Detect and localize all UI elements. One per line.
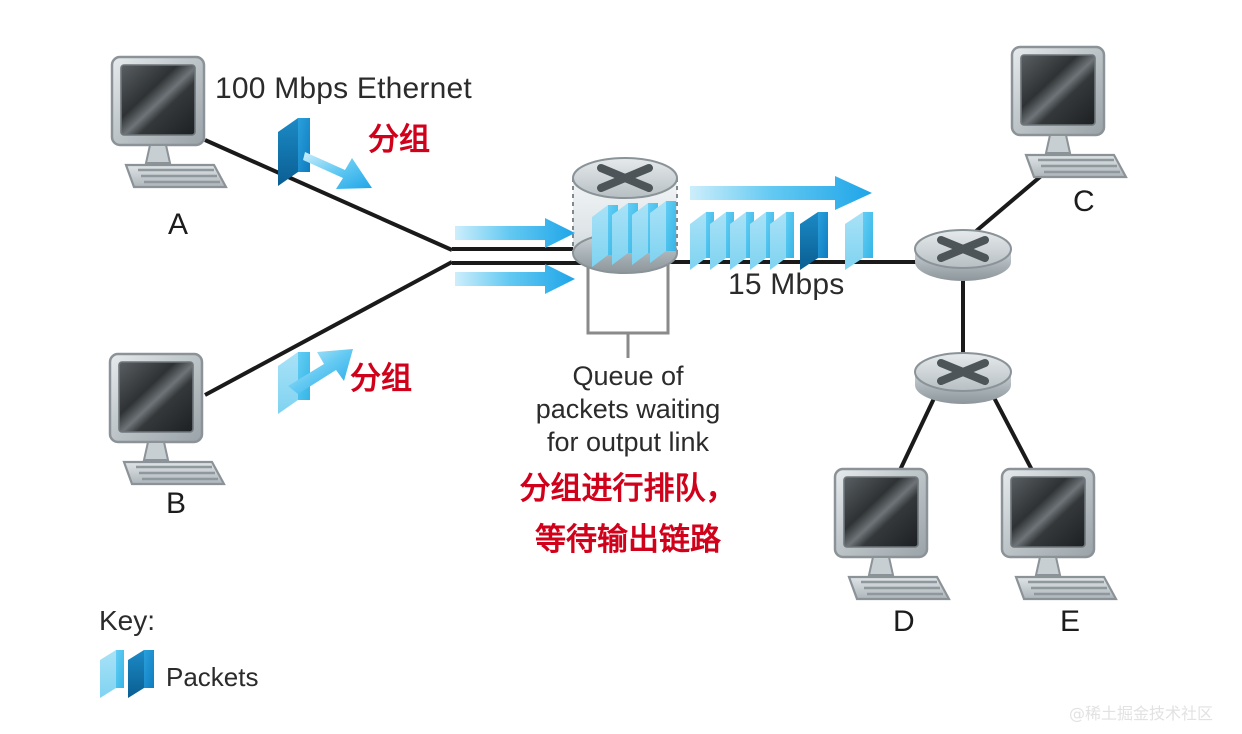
key-title: Key: [99, 605, 156, 636]
host-label-c: C [1073, 185, 1095, 218]
queueing-router[interactable] [572, 157, 678, 274]
router-x-icon [937, 236, 989, 262]
host-b[interactable] [108, 352, 226, 486]
input-arrow-upper [455, 218, 575, 248]
host-e[interactable] [1000, 467, 1118, 601]
queued-packets [592, 201, 676, 267]
annotation-packet-b: 分组 [350, 361, 412, 397]
queue-callout-bracket [586, 258, 670, 358]
queue-callout-cn-line1: 分组进行排队， [519, 471, 737, 507]
router-right-top[interactable] [914, 229, 1012, 281]
input-arrows [455, 218, 575, 294]
ethernet-link-label: 100 Mbps Ethernet [215, 72, 472, 105]
link-b-junction [204, 260, 453, 397]
host-label-b: B [166, 487, 187, 520]
flow-arrow-b [288, 349, 353, 394]
watermark: @稀土掘金技术社区 [1069, 704, 1214, 723]
host-c[interactable] [1010, 45, 1128, 179]
key-packets-label: Packets [166, 662, 259, 692]
host-label-a: A [168, 208, 189, 241]
link-r3-d [898, 389, 940, 471]
router-x-icon [597, 164, 653, 192]
queue-callout-line3: for output link [546, 427, 710, 457]
link-r3-e [988, 389, 1034, 471]
host-d[interactable] [833, 467, 951, 601]
router-x-icon [937, 359, 989, 385]
host-a[interactable] [110, 55, 228, 189]
packet-from-a [278, 118, 310, 186]
annotation-packet-a: 分组 [368, 122, 430, 158]
router-right-bottom[interactable] [914, 352, 1012, 404]
output-packets [690, 212, 873, 270]
packet-light-swatch [100, 650, 124, 698]
host-label-d: D [893, 605, 915, 638]
packet-dark-swatch [128, 650, 154, 698]
input-arrow-lower [455, 264, 575, 294]
queue-callout-line2: packets waiting [535, 394, 721, 424]
link-a-junction [204, 138, 453, 252]
output-flow-arrow [690, 176, 872, 210]
queue-callout-cn-line2: 等待输出链路 [535, 522, 721, 558]
flow-arrow-a [303, 152, 372, 189]
host-label-e: E [1060, 605, 1081, 638]
output-link-rate-label: 15 Mbps [728, 268, 845, 301]
key-swatches [100, 650, 154, 698]
queue-callout-line1: Queue of [572, 361, 684, 391]
